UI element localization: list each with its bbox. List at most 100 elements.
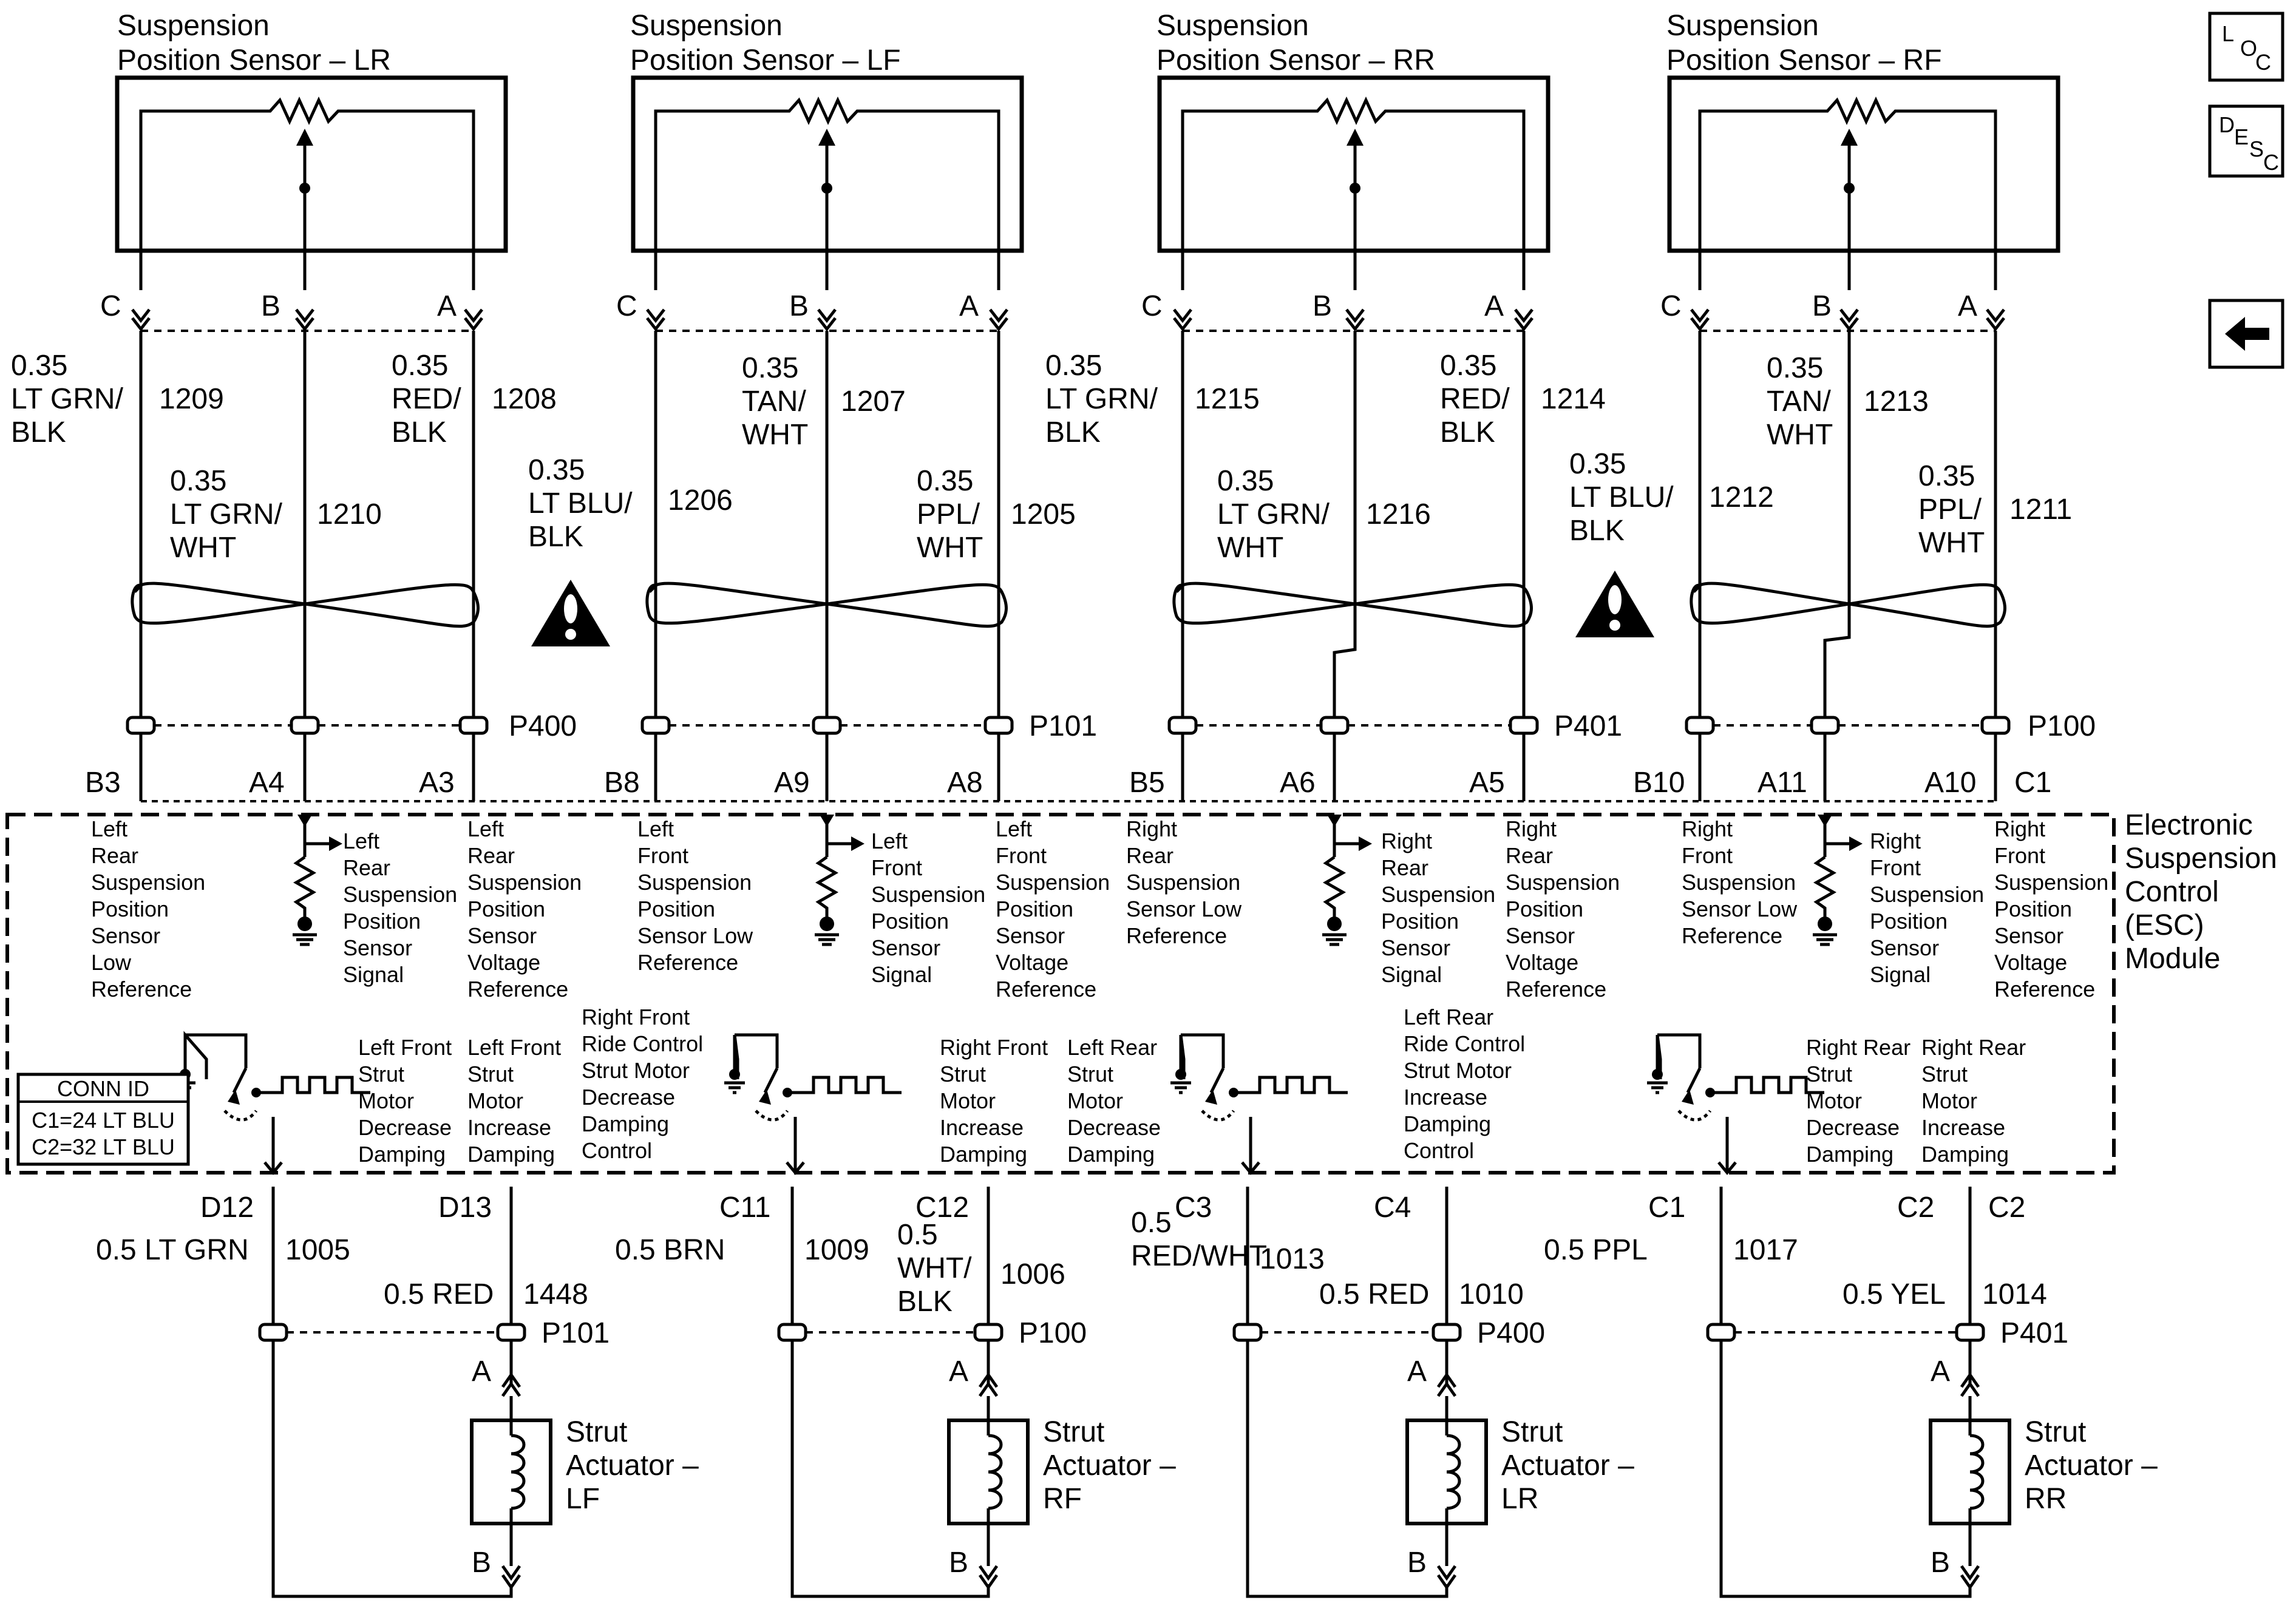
wire — [790, 1187, 990, 1598]
signal-label: Position — [1381, 909, 1459, 934]
signal-label: Reference — [1506, 977, 1606, 1002]
circuit-number: 1448 — [523, 1278, 588, 1310]
signal-label: Sensor Low — [637, 923, 753, 948]
signal-label: Sensor — [91, 923, 160, 948]
wire-color: LT GRN/ — [170, 498, 283, 531]
signal-label: Suspension — [1506, 870, 1620, 895]
wire-color: LT BLU/ — [1569, 481, 1674, 514]
inline-connector: P101 — [640, 710, 1097, 742]
wire-size: BLK — [897, 1286, 953, 1318]
actuator-name: RF — [1043, 1483, 1082, 1515]
wire — [271, 1187, 513, 1598]
driver-label: Motor — [467, 1088, 523, 1113]
signal-label: Reference — [996, 977, 1096, 1002]
wire-size: 0.35 — [170, 465, 226, 497]
wire-color: BLK — [1045, 416, 1101, 449]
signal-label: Sensor Low — [1682, 897, 1798, 921]
svg-text:O: O — [2240, 36, 2257, 61]
actuator-name: Strut — [566, 1416, 627, 1448]
pin-label: B — [1313, 290, 1332, 322]
signal-label: Signal — [343, 962, 404, 987]
conn-id-line: C2=32 LT BLU — [32, 1134, 175, 1159]
wire-size: 0.5 RED — [1319, 1278, 1429, 1310]
pin-arrow — [1436, 1372, 1457, 1397]
actuator-name: Strut — [1043, 1416, 1104, 1448]
circuit-number: 1215 — [1195, 383, 1260, 415]
signal-label: Suspension — [1381, 882, 1495, 907]
wire-color: PPL/ — [1918, 493, 1982, 526]
actuator-name: LR — [1501, 1483, 1538, 1515]
pin-label: C — [616, 290, 637, 322]
sensor-title: Position Sensor – RR — [1156, 44, 1435, 76]
terminal-label: A10 — [1924, 767, 1976, 799]
coil-icon — [988, 1434, 1003, 1510]
desc-icon[interactable]: D E S C — [2208, 104, 2284, 178]
driver-label: Control — [582, 1138, 652, 1163]
wire-color: LT GRN/ — [1045, 383, 1158, 415]
wire-size: 0.35 — [11, 350, 67, 382]
caution-icon — [1575, 571, 1654, 637]
circuit-number: 1006 — [1000, 1258, 1065, 1290]
wire-size: 0.5 — [897, 1219, 938, 1251]
sensor-lr: Suspension Position Sensor – LR C B A 0.… — [11, 10, 577, 801]
back-arrow-icon[interactable] — [2208, 299, 2284, 369]
signal-label: Position — [637, 897, 715, 921]
terminal-label: A6 — [1280, 767, 1316, 799]
signal-label: Sensor — [1870, 935, 1939, 960]
driver-label: Damping — [1067, 1142, 1155, 1167]
coil-icon — [511, 1434, 526, 1510]
signal-label: Front — [1682, 843, 1733, 868]
pin-label: D13 — [438, 1192, 492, 1224]
circuit-number: 1206 — [668, 484, 733, 517]
pin-label: A — [1407, 1355, 1427, 1388]
signal-label: Signal — [1870, 962, 1931, 987]
circuit-number: 1017 — [1733, 1234, 1798, 1266]
signal-label: Rear — [1126, 843, 1173, 868]
signal-label: Position — [996, 897, 1073, 921]
pin-arrow — [978, 1565, 999, 1590]
signal-label: Left — [343, 829, 379, 853]
module-name: Module — [2125, 943, 2220, 975]
pin-label: A — [1931, 1355, 1950, 1388]
driver-label: Strut — [940, 1062, 986, 1086]
driver-label: Right Rear — [1921, 1035, 2026, 1060]
pin-label: C — [1660, 290, 1682, 322]
driver-label: Decrease — [1067, 1115, 1161, 1140]
sensor-title: Suspension — [1156, 10, 1309, 42]
signal-label: Left — [871, 829, 908, 853]
driver-label: Decrease — [358, 1115, 452, 1140]
pin-arrow — [501, 1565, 521, 1590]
signal-label: Sensor — [1381, 935, 1450, 960]
svg-text:L: L — [2222, 21, 2234, 46]
connector-cavity — [777, 1323, 807, 1342]
wire-size: 0.5 LT GRN — [96, 1234, 249, 1266]
circuit-number: 1209 — [159, 383, 224, 415]
signal-label: Reference — [1126, 923, 1227, 948]
module-name: Suspension — [2125, 842, 2277, 875]
inline-connector: P400 — [126, 710, 577, 742]
terminal-label: A3 — [419, 767, 455, 799]
signal-label: Sensor — [343, 935, 412, 960]
circuit-number: 1212 — [1709, 481, 1774, 514]
loc-icon[interactable]: L O C — [2208, 12, 2284, 82]
connector-id: P101 — [1029, 710, 1097, 742]
wire-size: 0.35 — [528, 454, 585, 486]
connector-cavity — [1706, 1323, 1736, 1342]
driver-label: Strut — [467, 1062, 514, 1086]
wire-size: 0.5 — [1131, 1207, 1172, 1239]
circuit-number: 1216 — [1366, 498, 1431, 531]
wire-color: WHT — [170, 532, 236, 564]
sensor-rr: Suspension Position Sensor – RR C B A 0.… — [1045, 10, 1622, 801]
circuit-number: 1005 — [285, 1234, 350, 1266]
signal-label: Position — [1870, 909, 1948, 934]
signal-label: Suspension — [1126, 870, 1240, 895]
connector-id: P100 — [2028, 710, 2096, 742]
signal-label: Voltage — [1994, 950, 2067, 975]
wire-size: WHT/ — [897, 1252, 972, 1284]
wire-color: RED/ — [392, 383, 461, 415]
signal-label: Suspension — [871, 882, 985, 907]
signal-label: Front — [871, 855, 922, 880]
signal-label: Position — [1506, 897, 1583, 921]
signal-label: Rear — [467, 843, 515, 868]
